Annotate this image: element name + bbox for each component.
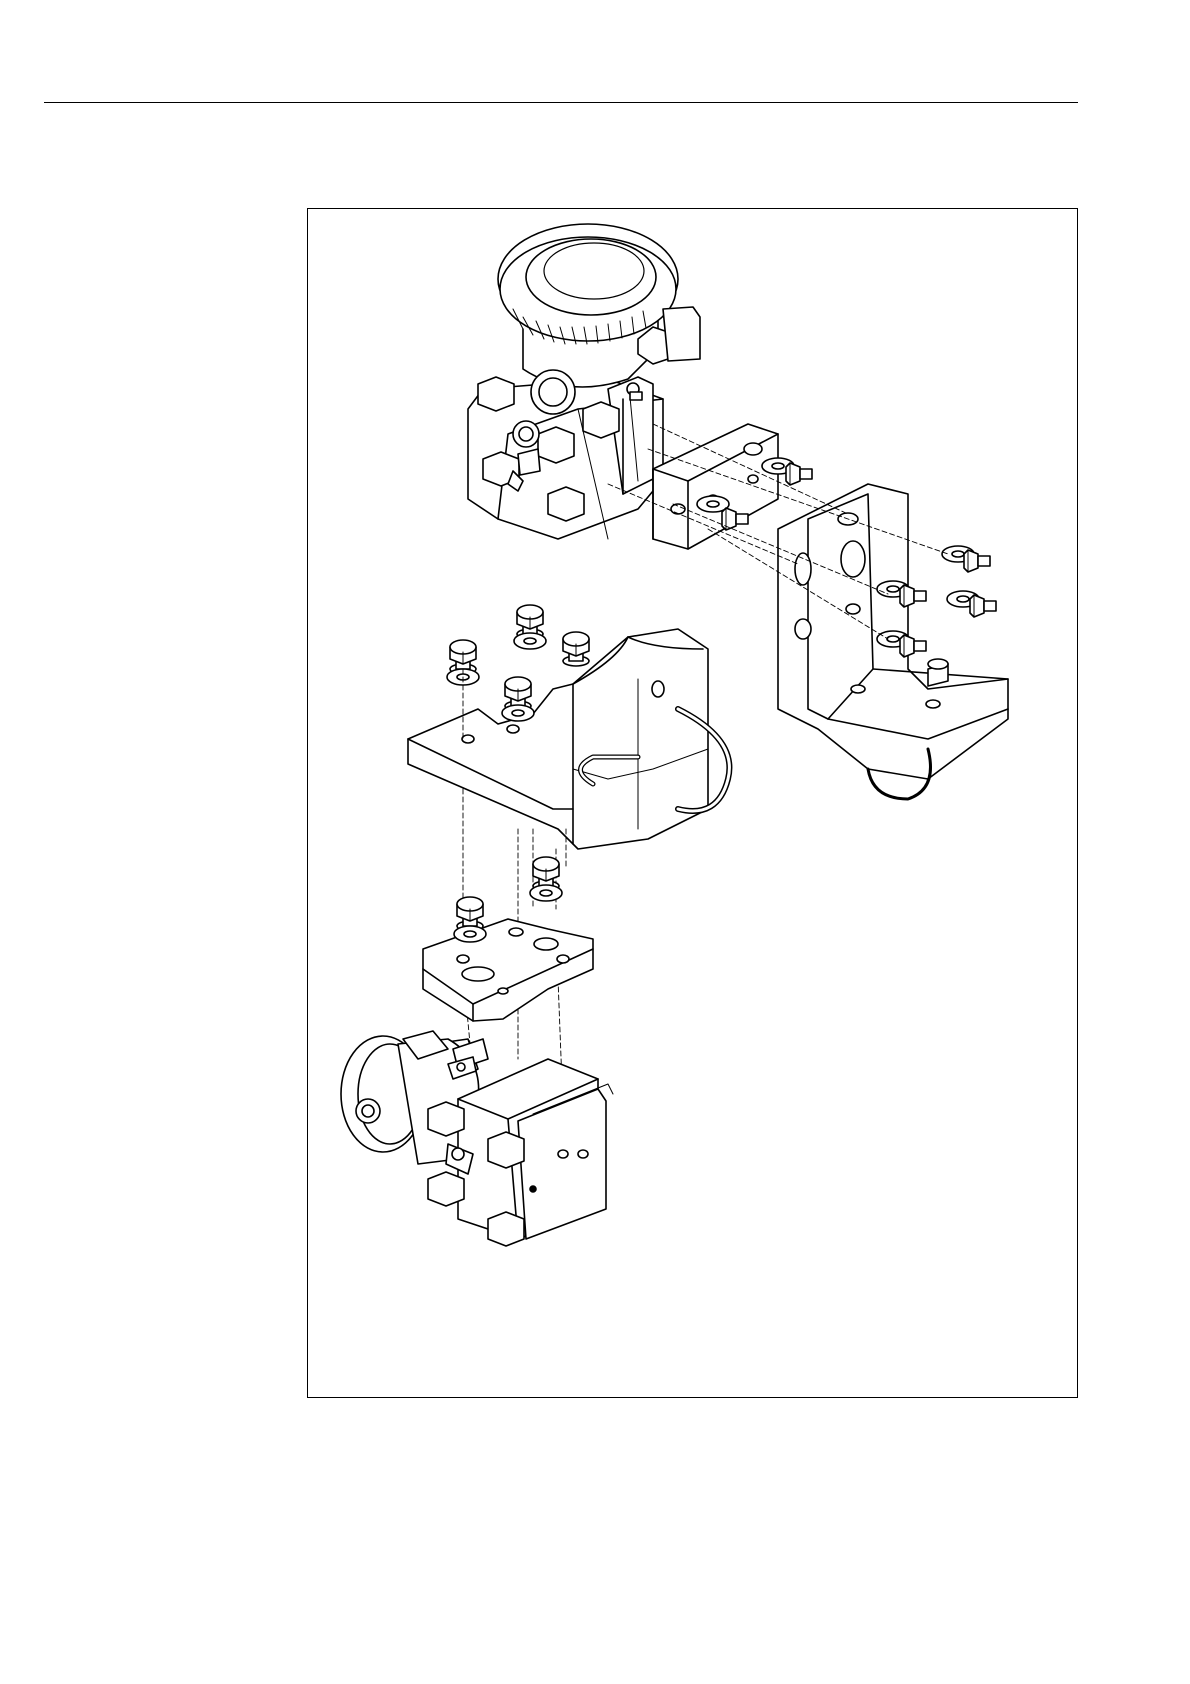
figure-frame — [307, 208, 1078, 1398]
upper-adapter-plate — [653, 424, 778, 549]
exploded-assembly-drawing — [308, 209, 1079, 1399]
lower-transmitter — [341, 1031, 613, 1246]
header-rule — [44, 102, 1078, 103]
lower-adapter-plate — [423, 919, 593, 1021]
